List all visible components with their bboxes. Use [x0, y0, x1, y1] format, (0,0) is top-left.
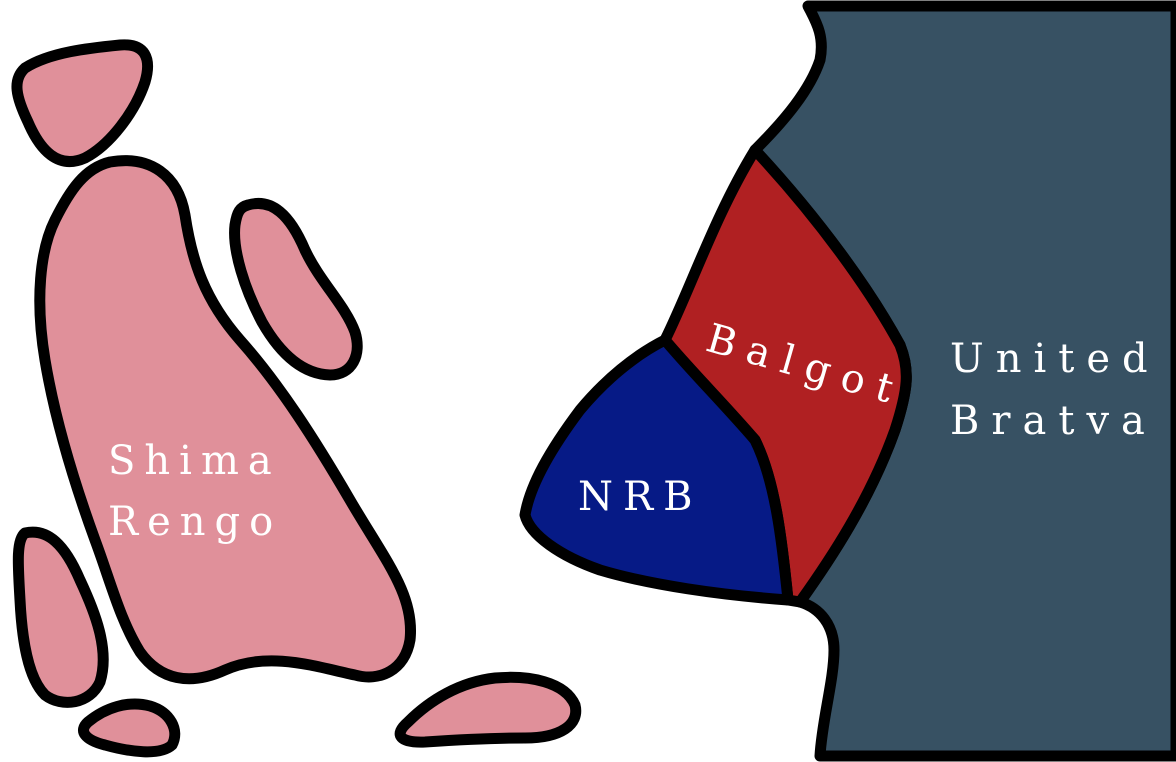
label-united-bratva: United Bratva: [950, 336, 1160, 444]
region-shima-rengo-main-island[interactable]: [34, 155, 417, 685]
label-shima-rengo: Shima Rengo: [108, 438, 282, 545]
region-shima-rengo-southeast-island[interactable]: [394, 671, 582, 748]
label-shima-rengo-line-2: Rengo: [108, 499, 282, 545]
label-united-bratva-line-2: Bratva: [950, 398, 1157, 444]
label-shima-rengo-line-1: Shima: [108, 438, 281, 484]
region-shima-rengo-south-islet[interactable]: [78, 698, 181, 758]
region-shima-rengo-southwest-island[interactable]: [12, 526, 109, 708]
region-shima-rengo-north-island[interactable]: [11, 39, 154, 168]
label-united-bratva-line-1: United: [950, 336, 1160, 382]
border-balgot-nrb: [660, 335, 793, 605]
label-nrb: NRB: [578, 474, 703, 520]
region-shima-rengo-east-island[interactable]: [229, 198, 363, 381]
